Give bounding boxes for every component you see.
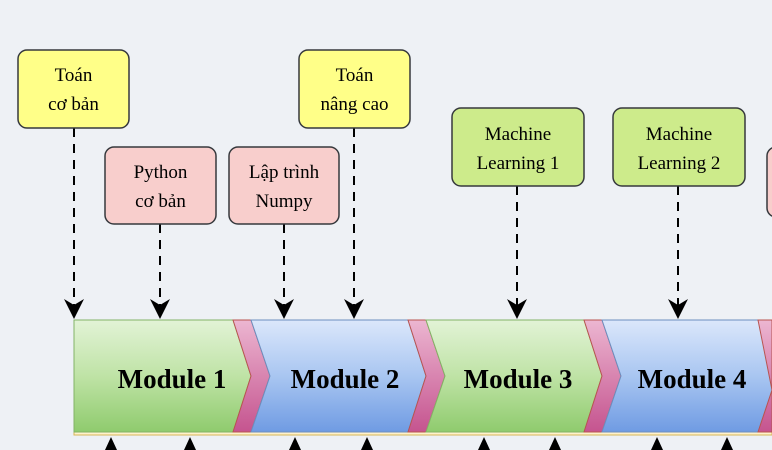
topic-lap-trinh-numpy: Lập trình Numpy	[228, 146, 340, 225]
bottom-arrow-8	[721, 437, 733, 450]
bottom-arrow-2	[184, 437, 196, 450]
module-4-label: Module 4	[638, 364, 747, 394]
topic-toan-co-ban-line1: Toán	[55, 65, 93, 86]
topic-toan-nang-cao: Toán nâng cao	[298, 49, 411, 129]
topic-ml-1-line2: Learning 1	[477, 153, 560, 174]
topic-python-co-ban-line1: Python	[134, 162, 188, 183]
topic-machine-learning-1: Machine Learning 1	[451, 107, 585, 187]
topic-python-co-ban-line2: cơ bản	[135, 191, 186, 212]
topic-toan-co-ban: Toán cơ bản	[17, 49, 130, 129]
topic-toan-nang-cao-line1: Toán	[336, 65, 374, 86]
module-band: Module 1 Module 2 Module 3 Module 4	[73, 319, 772, 433]
module-3-label: Module 3	[464, 364, 573, 394]
bottom-arrow-5	[478, 437, 490, 450]
topic-lap-trinh-numpy-line1: Lập trình	[249, 162, 320, 183]
topic-ml-2-line1: Machine	[646, 124, 712, 145]
topic-toan-co-ban-line2: cơ bản	[48, 94, 99, 115]
bottom-arrow-6	[549, 437, 561, 450]
topic-machine-learning-2: Machine Learning 2	[612, 107, 746, 187]
bottom-arrow-7	[651, 437, 663, 450]
bottom-arrow-4	[361, 437, 373, 450]
topic-toan-nang-cao-line2: nâng cao	[320, 94, 388, 115]
topic-lap-trinh-numpy-line2: Numpy	[256, 191, 314, 212]
chevron-4	[757, 319, 772, 433]
topic-offscreen-edge	[766, 147, 772, 217]
topic-ml-2-line2: Learning 2	[638, 153, 721, 174]
module-2-label: Module 2	[291, 364, 400, 394]
topic-ml-1-line1: Machine	[485, 124, 551, 145]
bottom-arrow-1	[105, 437, 117, 450]
bottom-arrow-3	[289, 437, 301, 450]
module-1-label: Module 1	[118, 364, 227, 394]
topic-python-co-ban: Python cơ bản	[104, 146, 217, 225]
